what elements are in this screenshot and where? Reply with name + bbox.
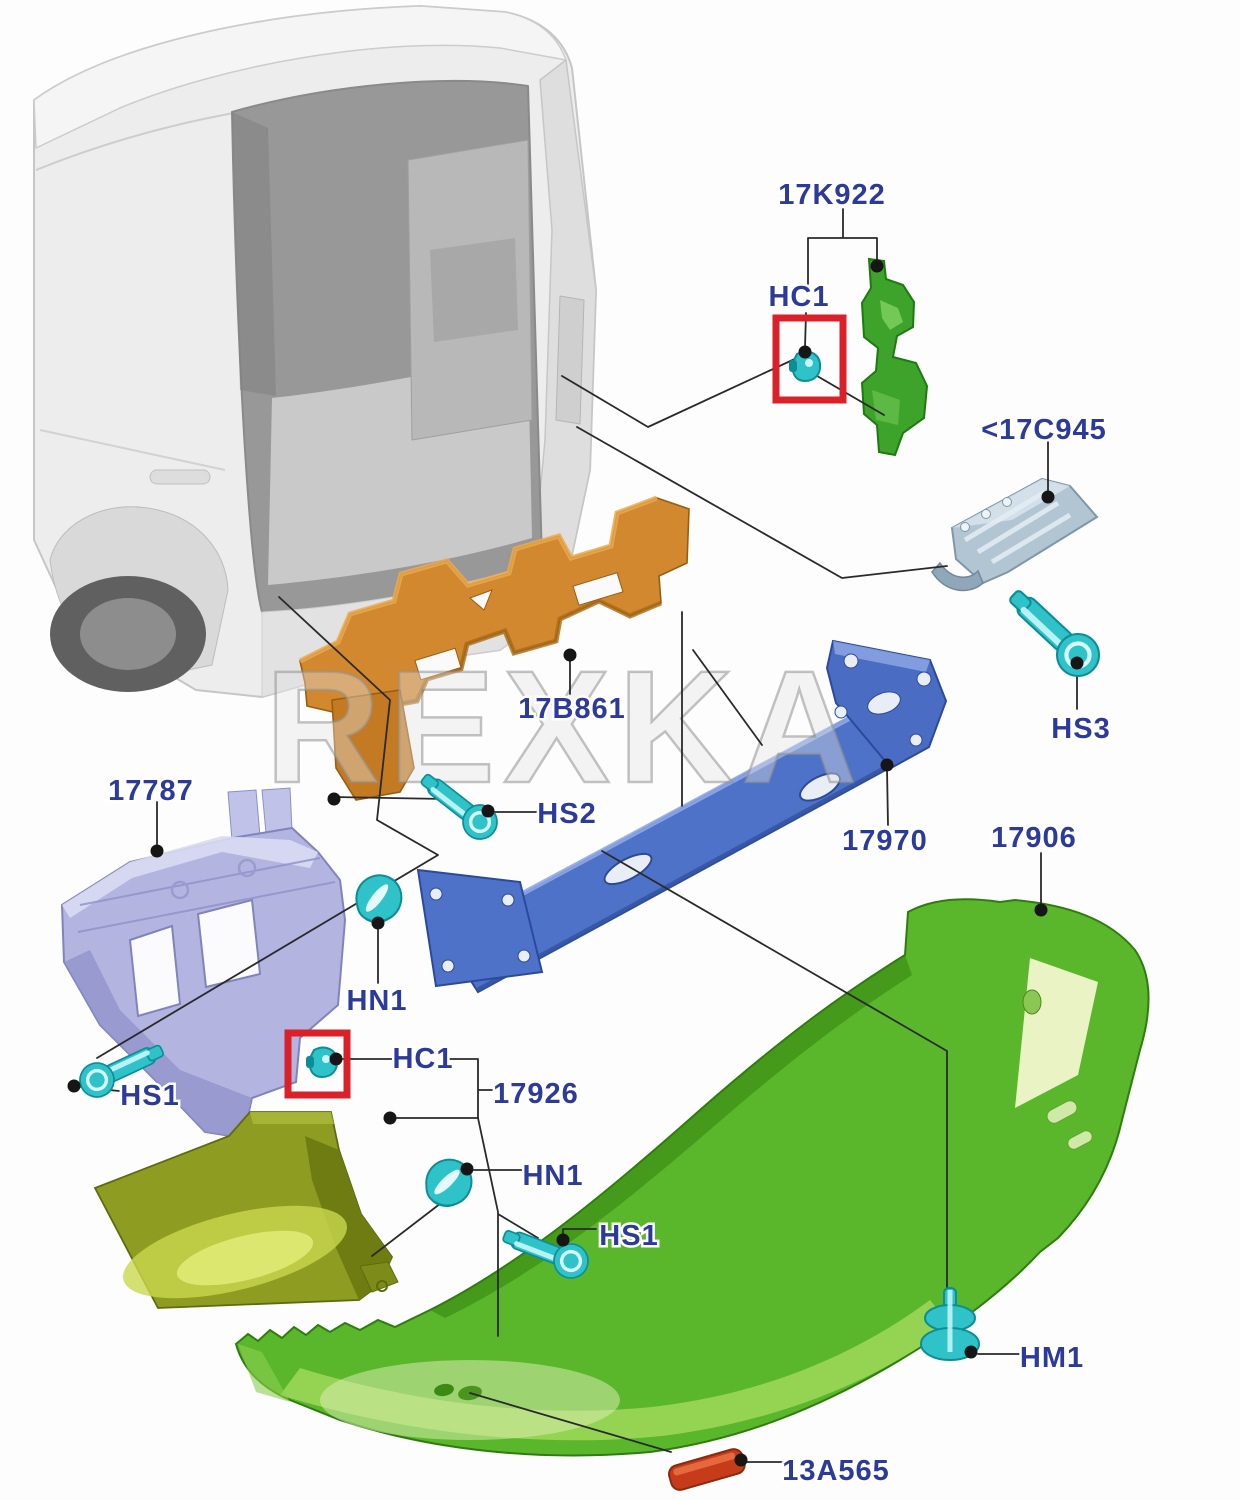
part-17926-corner-piece[interactable] <box>93 1111 399 1317</box>
part-17906-bumper-cover[interactable] <box>234 898 1150 1457</box>
highlight-box-upper <box>772 314 847 404</box>
label-hc1-upper[interactable]: HC1 <box>766 279 831 316</box>
watermark-text: REXKA <box>265 637 865 816</box>
label-13A565[interactable]: 13A565 <box>780 1453 892 1490</box>
label-hn1-lower[interactable]: HN1 <box>520 1158 585 1195</box>
label-17787[interactable]: 17787 <box>106 773 196 810</box>
label-hn1-upper[interactable]: HN1 <box>344 983 409 1020</box>
label-17970[interactable]: 17970 <box>840 823 930 860</box>
nut-hn1-upper[interactable] <box>355 874 403 924</box>
highlight-box-lower <box>284 1029 351 1099</box>
part-17B861-impact-absorber[interactable] <box>298 495 690 801</box>
label-hs2[interactable]: HS2 <box>535 796 598 833</box>
label-hc1-lower[interactable]: HC1 <box>390 1041 455 1078</box>
label-17B861[interactable]: 17B861 <box>516 691 628 728</box>
leader-lines <box>80 208 1078 1463</box>
label-17926[interactable]: 17926 <box>491 1076 581 1113</box>
label-hs1-left[interactable]: HS1 <box>118 1078 181 1115</box>
part-17C945-stone-shield[interactable] <box>931 477 1099 592</box>
label-17C945[interactable]: <17C945 <box>979 412 1109 449</box>
label-hs3[interactable]: HS3 <box>1049 711 1112 748</box>
part-13A565-reflector[interactable] <box>667 1447 747 1492</box>
label-17906[interactable]: 17906 <box>989 820 1079 857</box>
label-17K922[interactable]: 17K922 <box>776 177 888 214</box>
part-17K922-deflector-bracket[interactable] <box>860 257 929 457</box>
screw-hs3[interactable] <box>999 579 1108 684</box>
label-hm1[interactable]: HM1 <box>1017 1340 1085 1377</box>
attachment-dots <box>67 259 1084 1467</box>
part-17787-side-bracket[interactable] <box>60 787 347 1140</box>
label-hs1-lower[interactable]: HS1 <box>597 1218 660 1255</box>
vehicle-body <box>33 5 597 698</box>
